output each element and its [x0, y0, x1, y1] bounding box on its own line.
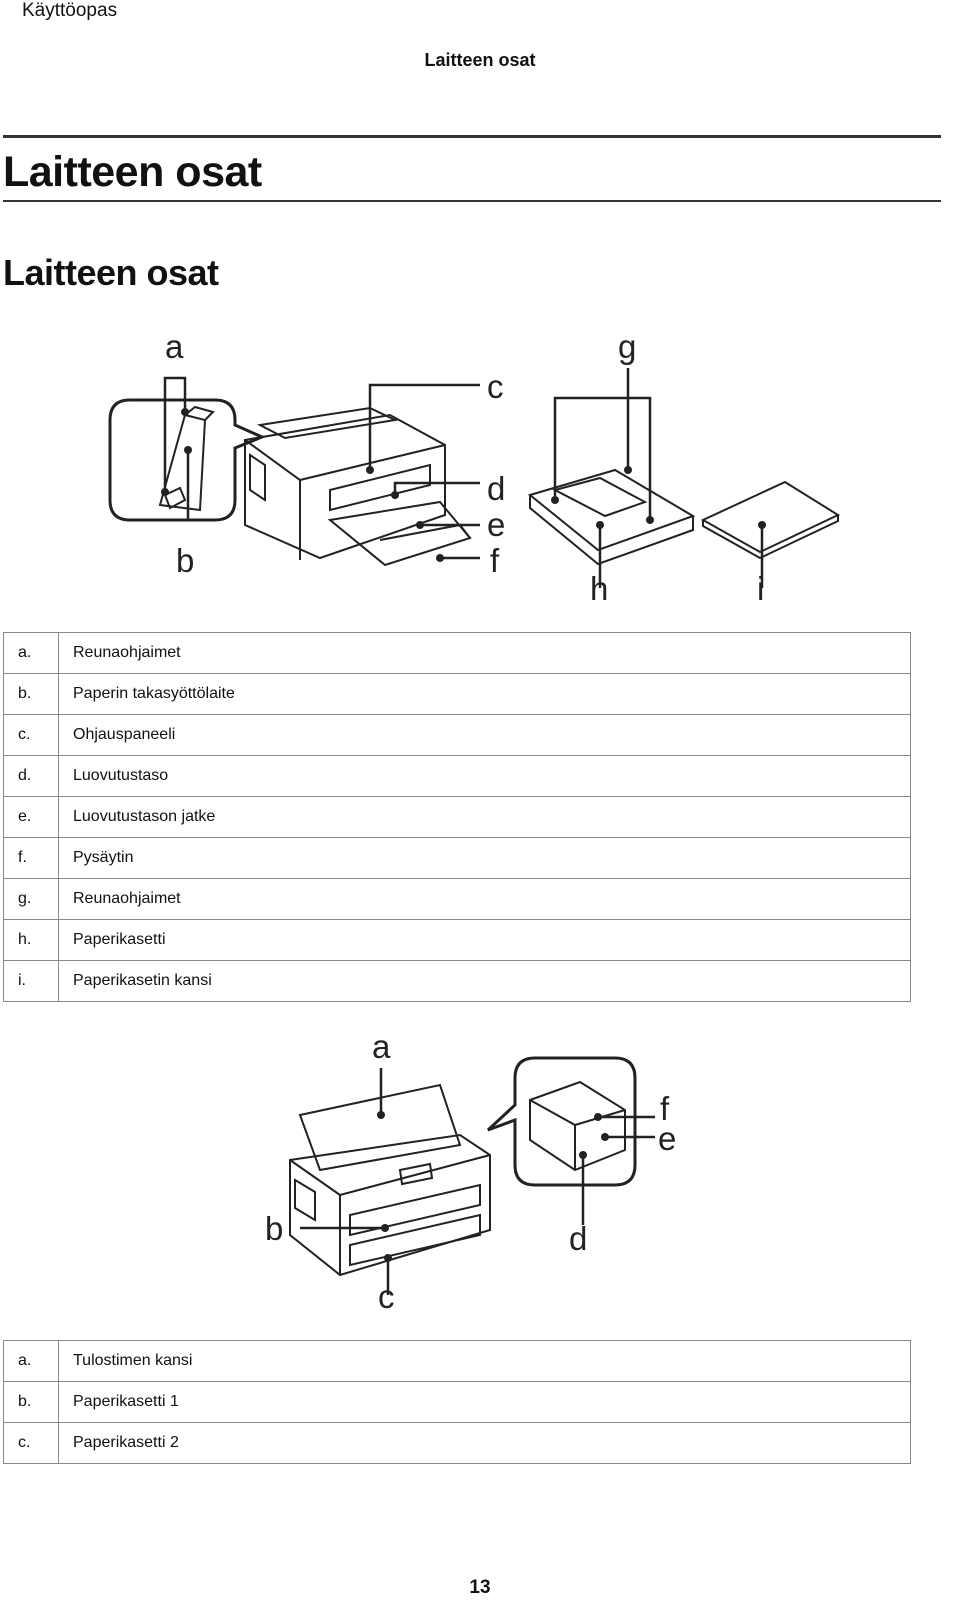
label-c: c — [378, 1278, 395, 1310]
table-row: f.Pysäytin — [3, 837, 911, 879]
running-header: Käyttöopas — [22, 0, 118, 21]
label-h: h — [590, 570, 608, 607]
label-d: d — [487, 470, 505, 507]
printer-parts-figure-2: a b c d e f — [265, 1028, 676, 1310]
label-d: d — [569, 1220, 587, 1257]
label-b: b — [176, 542, 194, 579]
table-row: a.Reunaohjaimet — [3, 632, 911, 674]
table-row: g.Reunaohjaimet — [3, 878, 911, 920]
top-rule — [3, 135, 941, 138]
chapter-rule — [3, 200, 941, 202]
table-row: d.Luovutustaso — [3, 755, 911, 797]
chapter-title: Laitteen osat — [3, 148, 262, 196]
parts-table-2: a.Tulostimen kansi b.Paperikasetti 1 c.P… — [3, 1340, 911, 1464]
table-row: h.Paperikasetti — [3, 919, 911, 961]
table-row: c.Ohjauspaneeli — [3, 714, 911, 756]
label-e: e — [487, 506, 505, 543]
table-row: e.Luovutustason jatke — [3, 796, 911, 838]
label-f: f — [490, 542, 500, 579]
page-number: 13 — [469, 1577, 491, 1598]
table-row: b.Paperikasetti 1 — [3, 1381, 911, 1423]
table-row: b.Paperin takasyöttölaite — [3, 673, 911, 715]
label-g: g — [618, 328, 636, 365]
table-row: c.Paperikasetti 2 — [3, 1422, 911, 1464]
label-e: e — [658, 1120, 676, 1157]
section-title: Laitteen osat — [3, 252, 219, 293]
label-a: a — [372, 1028, 391, 1065]
parts-table-1: a.Reunaohjaimet b.Paperin takasyöttölait… — [3, 632, 911, 1002]
table-row: a.Tulostimen kansi — [3, 1340, 911, 1382]
label-i: i — [757, 570, 764, 607]
printer-parts-figure-1: a b c d e f g h i — [108, 328, 841, 607]
label-a: a — [165, 328, 184, 365]
table-row: i.Paperikasetin kansi — [3, 960, 911, 1002]
section-header: Laitteen osat — [424, 50, 536, 70]
label-b: b — [265, 1210, 283, 1247]
label-c: c — [487, 368, 504, 405]
label-f: f — [660, 1090, 670, 1127]
